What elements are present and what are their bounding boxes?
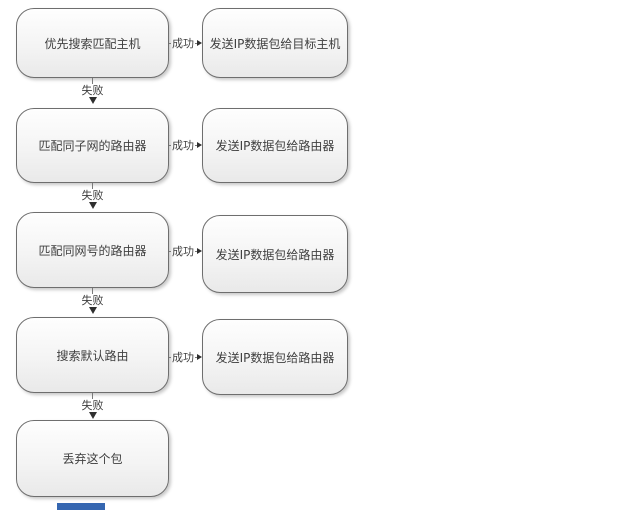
arrow-right-icon (197, 142, 202, 148)
fail-label: 失败 (81, 84, 104, 97)
node-label: 发送IP数据包给路由器 (215, 247, 335, 262)
arrow-down-icon (88, 202, 97, 209)
fail-connector-2: 失败 (62, 183, 123, 212)
arrow-down-icon (88, 97, 97, 104)
connector-line (169, 42, 171, 44)
node-label: 发送IP数据包给路由器 (215, 350, 335, 365)
node-match-subnet-router: 匹配同子网的路由器 (16, 108, 169, 183)
success-connector-3: 成功 (169, 244, 202, 258)
node-label: 匹配同子网的路由器 (38, 139, 147, 153)
connector-line (195, 144, 197, 146)
fail-connector-1: 失败 (62, 78, 123, 108)
success-connector-2: 成功 (169, 138, 202, 152)
bottom-blue-fragment (57, 503, 105, 510)
arrow-down-icon (88, 307, 97, 314)
fail-label: 失败 (81, 294, 104, 307)
connector-line (169, 250, 171, 252)
connector-line (92, 183, 93, 189)
node-search-matching-host: 优先搜索匹配主机 (16, 8, 169, 78)
node-match-netid-router: 匹配同网号的路由器 (16, 212, 169, 288)
fail-label: 失败 (81, 399, 104, 412)
node-label: 丢弃这个包 (62, 452, 123, 466)
success-label: 成功 (172, 350, 194, 364)
success-label: 成功 (172, 138, 194, 152)
node-label: 搜索默认路由 (56, 348, 129, 363)
node-label: 优先搜索匹配主机 (44, 36, 141, 51)
node-label: 匹配同网号的路由器 (38, 243, 147, 258)
fail-label: 失败 (81, 189, 104, 202)
node-label: 发送IP数据包给目标主机 (209, 36, 341, 51)
connector-line (195, 356, 197, 358)
connector-line (92, 393, 93, 399)
arrow-right-icon (197, 248, 202, 254)
node-send-to-target-host: 发送IP数据包给目标主机 (202, 8, 348, 78)
connector-line (169, 144, 171, 146)
connector-line (195, 42, 197, 44)
connector-line (92, 288, 93, 294)
node-send-to-router-2: 发送IP数据包给路由器 (202, 215, 348, 293)
node-search-default-route: 搜索默认路由 (16, 317, 169, 393)
fail-connector-3: 失败 (62, 288, 123, 316)
success-label: 成功 (172, 36, 194, 50)
arrow-down-icon (88, 412, 97, 419)
arrow-right-icon (197, 40, 202, 46)
success-connector-1: 成功 (169, 36, 202, 50)
node-discard-packet: 丢弃这个包 (16, 420, 169, 497)
success-label: 成功 (172, 244, 194, 258)
node-send-to-router-1: 发送IP数据包给路由器 (202, 108, 348, 183)
node-send-to-router-3: 发送IP数据包给路由器 (202, 319, 348, 395)
fail-connector-4: 失败 (62, 393, 123, 420)
node-label: 发送IP数据包给路由器 (215, 139, 335, 153)
success-connector-4: 成功 (169, 350, 202, 364)
connector-line (169, 356, 171, 358)
connector-line (92, 78, 93, 84)
connector-line (195, 250, 197, 252)
arrow-right-icon (197, 354, 202, 360)
